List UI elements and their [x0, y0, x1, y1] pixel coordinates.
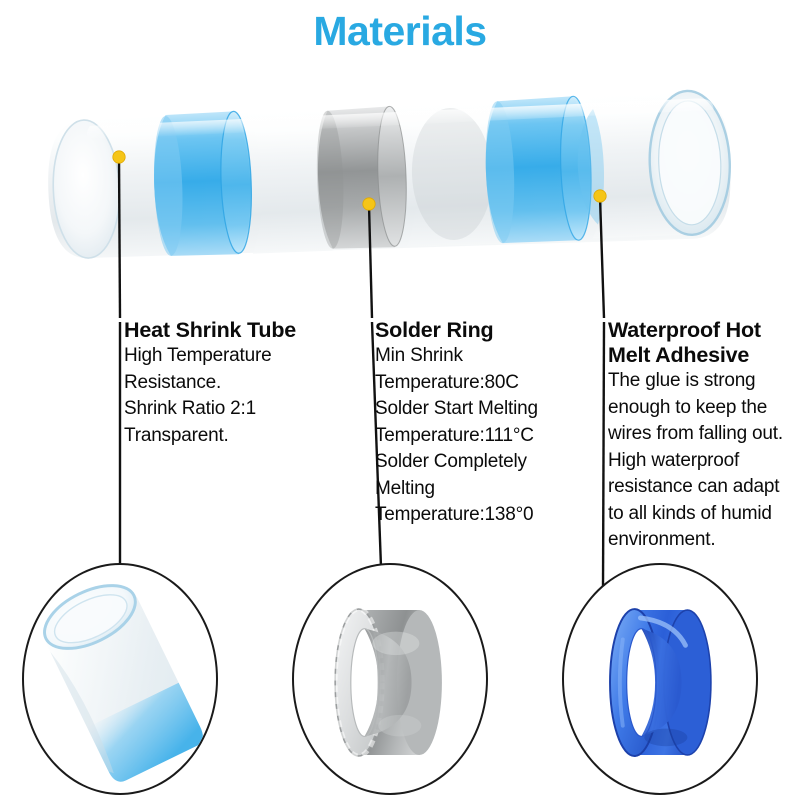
page-title: Materials — [313, 8, 487, 54]
callout-2-heading: Solder Ring — [375, 318, 494, 342]
detail-2-illustration — [332, 606, 442, 759]
tube-left-cap — [53, 120, 120, 259]
callout-3-heading: Waterproof Hot Melt Adhesive — [608, 318, 761, 367]
callout-1-heading: Heat Shrink Tube — [124, 318, 297, 342]
detail-view-solder-ring — [292, 563, 488, 795]
product-image — [0, 70, 800, 280]
callout-solder-ring: Solder Ring Min Shrink Temperature:80C S… — [375, 318, 610, 529]
callout-1-body: High Temperature Resistance. Shrink Rati… — [124, 345, 272, 446]
detail-view-heat-shrink-tube — [22, 563, 218, 795]
detail-3-illustration — [609, 608, 712, 757]
product-illustration — [48, 89, 732, 259]
callout-3-body: The glue is strong enough to keep the wi… — [608, 370, 783, 550]
detail-view-adhesive-ring — [562, 563, 758, 795]
detail-1-illustration — [43, 584, 203, 782]
callout-waterproof-adhesive: Waterproof Hot Melt Adhesive The glue is… — [608, 318, 800, 554]
callout-heat-shrink-tube: Heat Shrink Tube High Temperature Resist… — [124, 318, 364, 449]
callout-2-body: Min Shrink Temperature:80C Solder Start … — [375, 345, 538, 525]
